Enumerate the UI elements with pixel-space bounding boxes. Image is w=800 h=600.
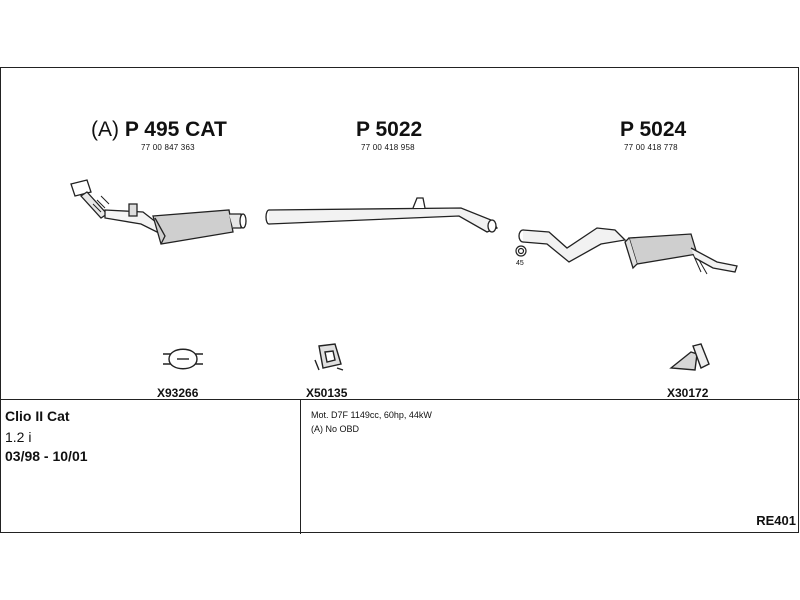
engine-spec-note: Mot. D7F 1149cc, 60hp, 44kW [311,410,432,420]
vehicle-model: Clio II Cat [5,408,70,424]
exhaust-diagram: (A) P 495 CAT 77 00 847 363 P 5022 77 00… [1,68,800,400]
part-middle-oem: 77 00 418 958 [361,143,415,152]
parts-drawing [70,179,738,371]
reference-code: RE401 [756,513,796,528]
gasket-ring-icon [515,245,527,257]
part-front-number: P 495 CAT [124,118,227,141]
hardware-bracket-label: X30172 [667,386,709,400]
hardware-clamp-label: X93266 [157,386,199,400]
vehicle-info: Clio II Cat 1.2 i 03/98 - 10/01 [1,400,301,534]
part-front-oem: 77 00 847 363 [141,143,195,152]
front-pipe-catalyst-drawing [70,179,247,245]
obd-note: (A) No OBD [311,424,360,434]
intermediate-pipe-drawing [265,197,499,233]
engine-notes: Mot. D7F 1149cc, 60hp, 44kW (A) No OBD R… [301,400,800,534]
vehicle-engine: 1.2 i [5,429,32,445]
part-front-prefix: (A) [91,118,119,141]
part-front-header: (A) P 495 CAT [91,118,227,142]
mounting-bracket-icon [669,343,710,371]
info-table: Clio II Cat 1.2 i 03/98 - 10/01 Mot. D7F… [1,399,800,534]
exhaust-system-sheet: (A) P 495 CAT 77 00 847 363 P 5022 77 00… [0,67,800,534]
part-rear-number: P 5024 [620,118,687,141]
exhaust-clamp-icon [163,348,203,370]
hardware-hanger-label: X50135 [306,386,348,400]
vehicle-years: 03/98 - 10/01 [5,448,88,464]
rubber-hanger-icon [314,343,344,371]
part-rear-oem: 77 00 418 778 [624,143,678,152]
part-middle-number: P 5022 [356,118,423,141]
gasket-size-label: 45 [516,260,524,267]
rear-silencer-drawing [518,227,738,275]
